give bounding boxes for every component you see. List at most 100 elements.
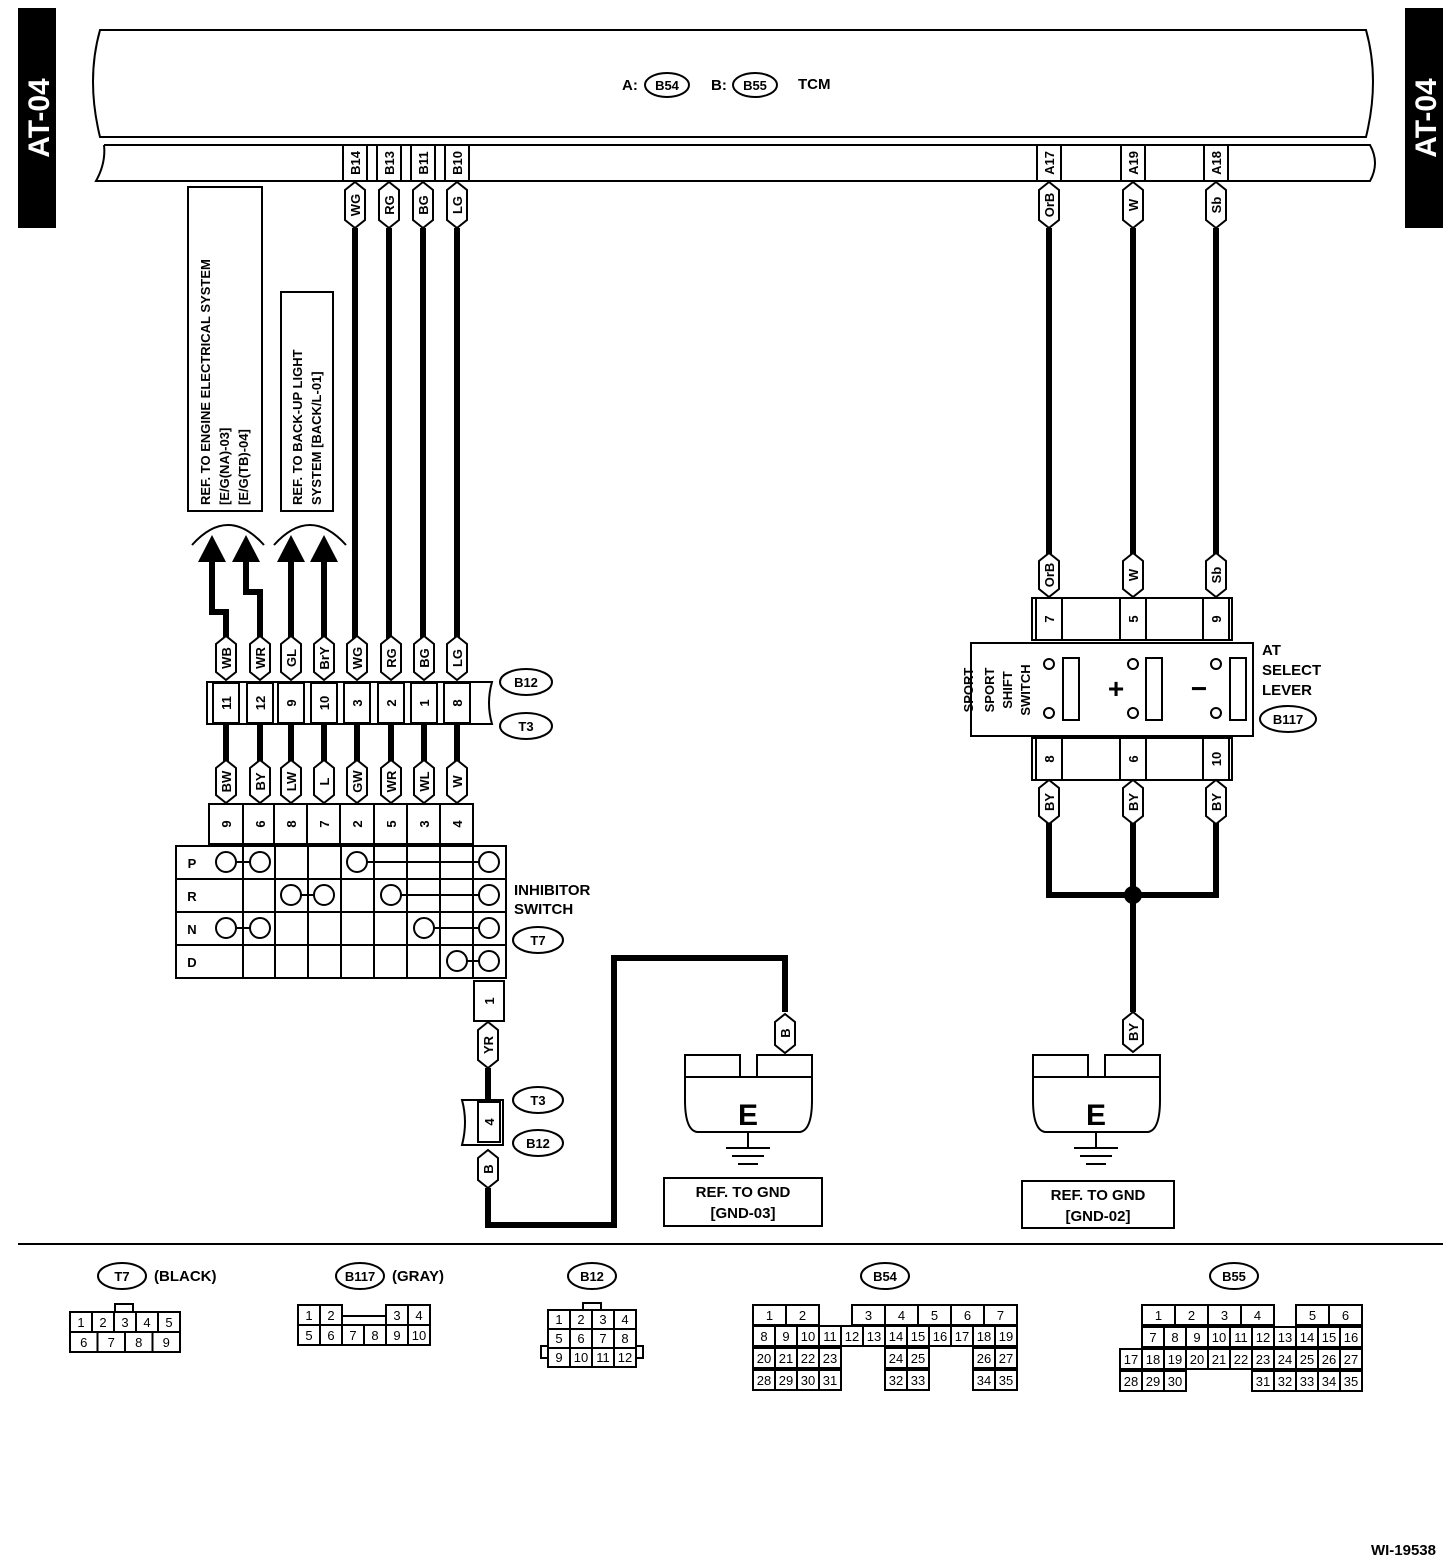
face-pin: 19 [1168, 1352, 1182, 1367]
face-pin: 23 [823, 1351, 837, 1366]
tcm-wire-B10-tag [446, 180, 468, 230]
face-pin: 3 [121, 1315, 128, 1330]
face-pin: 24 [1278, 1352, 1292, 1367]
face-pin: 5 [165, 1315, 172, 1330]
face-pin: 9 [1193, 1330, 1200, 1345]
face-pin: 29 [779, 1373, 793, 1388]
face-pin: 8 [760, 1329, 767, 1344]
svg-text:SPORT: SPORT [982, 668, 997, 713]
contact-dot [478, 884, 500, 906]
b12-upper-wire-3-tag [313, 634, 335, 682]
face-pin: 6 [964, 1308, 971, 1323]
lever-bottom-pin-10: 10 [1209, 752, 1224, 766]
face-pin: 2 [577, 1312, 584, 1327]
lever-top-wire-0-tag [1038, 551, 1060, 599]
face-name-B117: B117 [345, 1269, 375, 1284]
svg-text:REF. TO GND: REF. TO GND [1051, 1187, 1146, 1204]
b12-upper-wire-6: BG [417, 648, 432, 668]
lever-bottom-wire-0-tag [1038, 778, 1060, 826]
ground-symbol-right: E [1086, 1099, 1106, 1132]
inhibitor-pin-5: 5 [384, 820, 399, 827]
face-pin: 24 [889, 1351, 903, 1366]
lever-bottom-wire-2-tag [1205, 778, 1227, 826]
tcm-wire-A17: OrB [1042, 193, 1057, 218]
face-pin: 4 [1254, 1308, 1261, 1323]
tcm-pin-A19: A19 [1126, 151, 1141, 175]
face-pin: 34 [1322, 1374, 1336, 1389]
t3-label-upper: T3 [518, 719, 533, 734]
tcm-connector-a: B54 [655, 78, 680, 93]
tcm-wire-B13-tag [378, 180, 400, 230]
b12-lower-wire-5-tag [380, 758, 402, 805]
lever-title-1: AT [1262, 642, 1281, 659]
svg-text:AT-04: AT-04 [23, 78, 56, 158]
b12-lower-wire-2-tag [280, 758, 302, 805]
face-pin: 14 [889, 1329, 903, 1344]
lever-top-wire-2: Sb [1209, 567, 1224, 584]
face-pin: 6 [1342, 1308, 1349, 1323]
svg-text:B: B [481, 1164, 496, 1173]
b12-lower-wire-0: BW [219, 770, 234, 792]
inhibitor-pin-9: 9 [219, 820, 234, 827]
face-pin: 1 [77, 1315, 84, 1330]
contact-dot [249, 917, 271, 939]
inhibitor-pin-8: 8 [284, 820, 299, 827]
tcm-prefix-b: B: [711, 77, 727, 94]
b12-upper-wire-4-tag [346, 634, 368, 682]
face-pin: 32 [1278, 1374, 1292, 1389]
face-pin: 10 [801, 1329, 815, 1344]
b12-upper-pin-2: 2 [384, 699, 399, 706]
face-pin: 3 [393, 1308, 400, 1323]
tcm-module: A: B54 B: B55 TCM [92, 29, 1376, 182]
face-pin: 8 [1171, 1330, 1178, 1345]
lever-top-wire-0: OrB [1042, 563, 1057, 588]
tcm-pin-B10: B10 [450, 151, 465, 175]
face-pin: 25 [1300, 1352, 1314, 1367]
b12-upper-wire-2: GL [284, 649, 299, 667]
svg-text:BY: BY [1126, 1023, 1141, 1041]
contact-dot [478, 950, 500, 972]
arrows [198, 535, 338, 562]
tcm-wire-A19: W [1126, 198, 1141, 211]
lever-title-2: SELECT [1262, 662, 1321, 679]
b12-upper-pin-3: 3 [350, 699, 365, 706]
lever-top-pin-7: 7 [1042, 615, 1057, 622]
t3-label-lower: T3 [530, 1093, 545, 1108]
face-pin: 1 [555, 1312, 562, 1327]
face-pin: 35 [1344, 1374, 1358, 1389]
wires [209, 228, 1219, 1228]
inhibitor-pin-3: 3 [417, 820, 432, 827]
tcm-connector-b: B55 [743, 78, 767, 93]
face-pin: 30 [801, 1373, 815, 1388]
face-pin: 31 [1256, 1374, 1270, 1389]
b12-lower-wire-4: GW [350, 770, 365, 793]
tcm-wire-A18: Sb [1209, 197, 1224, 214]
face-pin: 28 [757, 1373, 771, 1388]
face-pin: 19 [999, 1329, 1013, 1344]
svg-text:SYSTEM [BACK/L-01]: SYSTEM [BACK/L-01] [309, 371, 324, 505]
tcm-wire-B11: BG [416, 195, 431, 215]
ground-right: BY E REF. TO GND [GND-02] [1021, 1010, 1175, 1229]
b12-upper-pin-8: 8 [450, 699, 465, 706]
face-note-T7: (BLACK) [154, 1268, 216, 1285]
face-pin: 29 [1146, 1374, 1160, 1389]
face-name-B54: B54 [873, 1269, 898, 1284]
b12-lower-wire-6-tag [413, 758, 435, 805]
face-pin: 21 [779, 1351, 793, 1366]
tcm-wire-B11-tag [412, 180, 434, 230]
tcm-wire-B10: LG [450, 196, 465, 214]
face-pin: 15 [1322, 1330, 1336, 1345]
face-pin: 20 [1190, 1352, 1204, 1367]
t7-label: T7 [530, 933, 545, 948]
side-tab-right: AT-04 [1405, 8, 1443, 228]
b12-lower-wire-5: WR [384, 770, 399, 792]
inhibitor-title-1: INHIBITOR [514, 882, 591, 899]
face-pin: 9 [163, 1335, 170, 1350]
b12-lower-wire-3-tag [313, 758, 335, 805]
inhibitor-pin-4: 4 [450, 820, 465, 828]
inhibitor-pin-2: 2 [350, 820, 365, 827]
